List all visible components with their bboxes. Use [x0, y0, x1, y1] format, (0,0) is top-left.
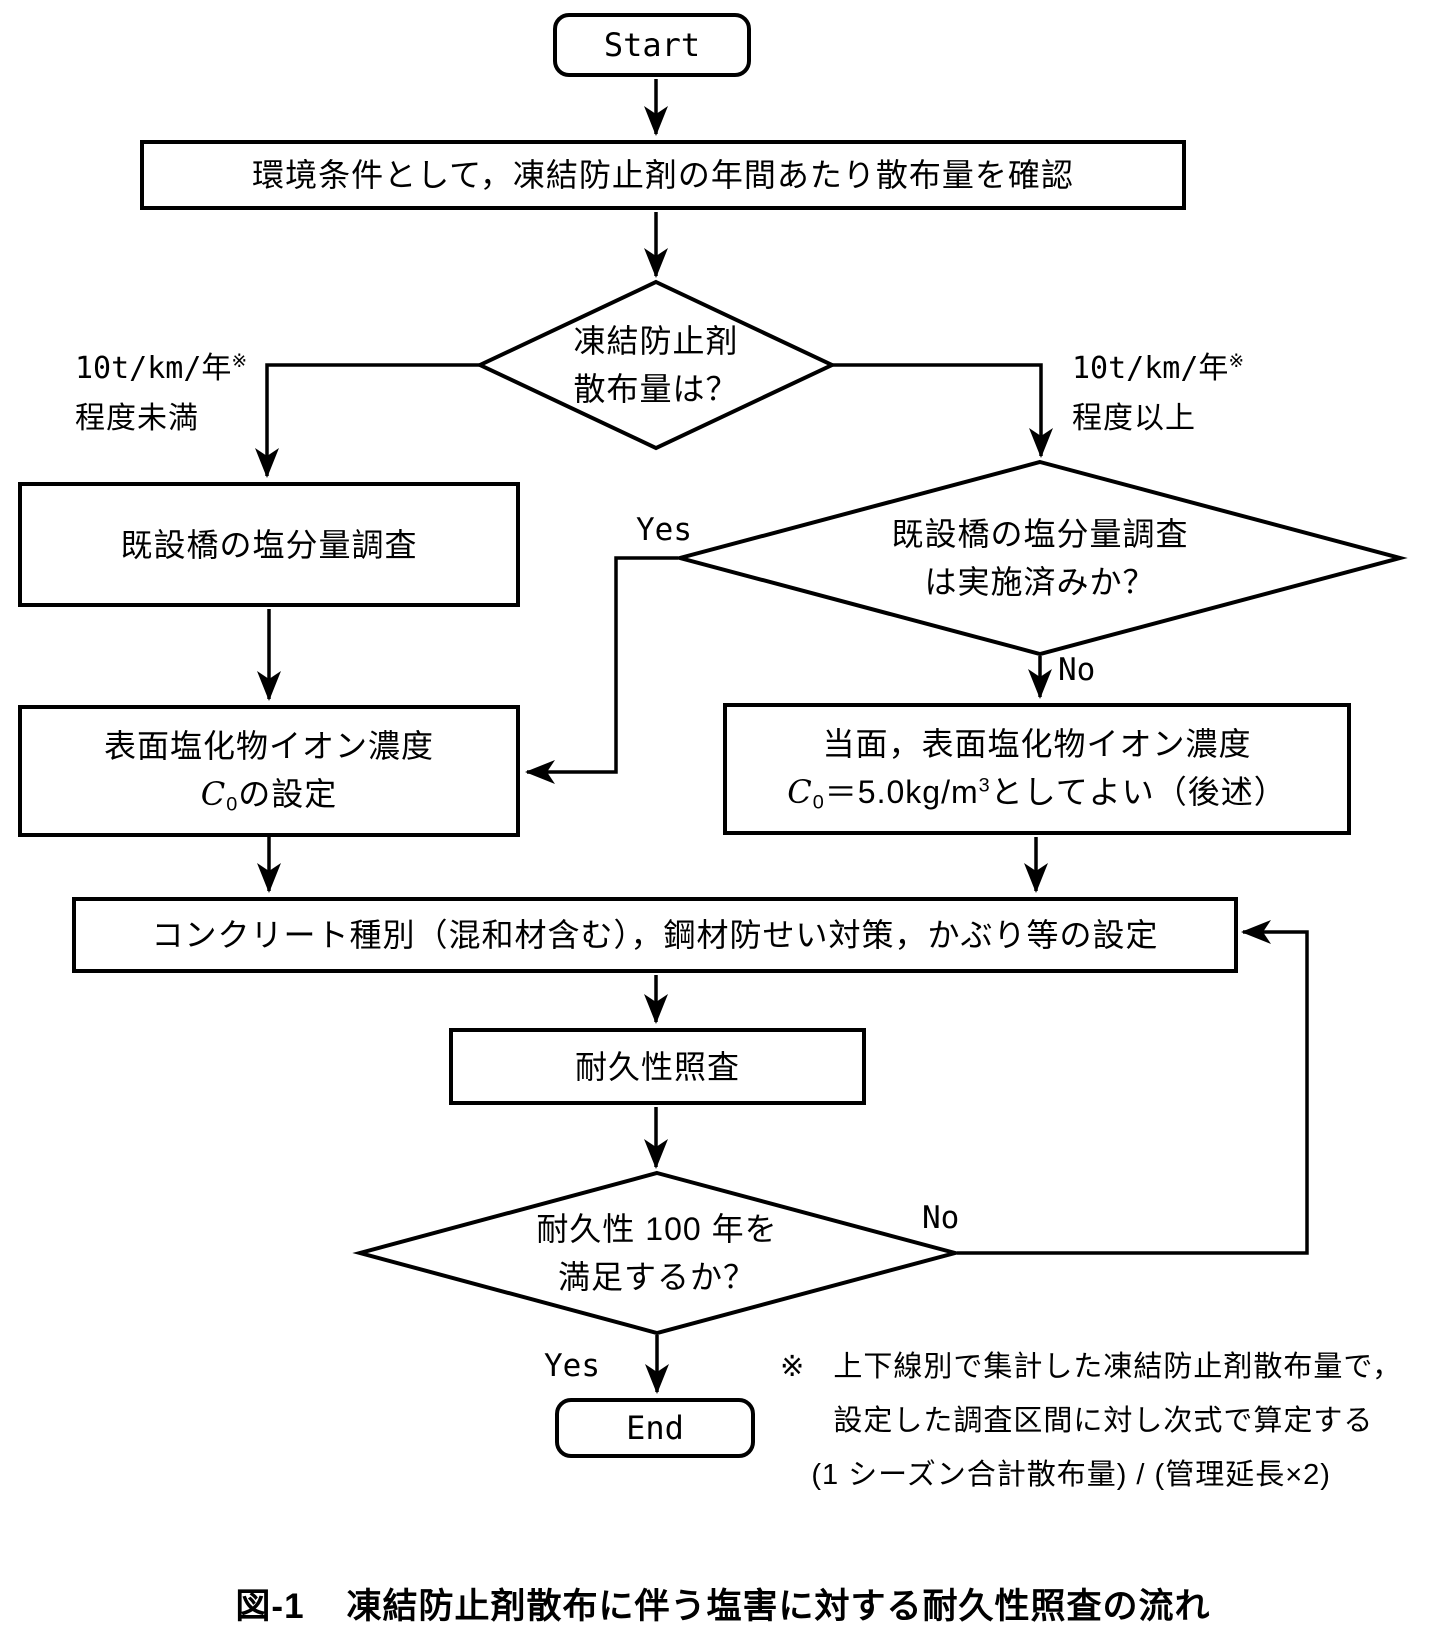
footnote-mark: ※: [780, 1351, 806, 1383]
decision-durability-diamond: [352, 1170, 963, 1336]
no-label-durability: No: [922, 1200, 960, 1236]
yes-label-survey: Yes: [636, 512, 692, 548]
branch-label-more: 10t/km/年※ 程度以上: [1072, 350, 1246, 435]
check-env-node: 環境条件として，凍結防止剤の年間あたり散布量を確認: [140, 140, 1186, 210]
design-settings-node: コンクリート種別（混和材含む），鋼材防せい対策，かぶり等の設定: [72, 897, 1238, 973]
decision-amount-text: 凍結防止剤 散布量は？: [573, 323, 739, 407]
arrow-branch-less-to-survey: [255, 363, 482, 478]
footnote-line-3: (1 シーズン合計散布量) / (管理延長×2): [811, 1459, 1331, 1491]
start-node: Start: [553, 13, 751, 77]
end-node: End: [555, 1398, 755, 1458]
set-c0-node: 表面塩化物イオン濃度 C0の設定: [18, 705, 520, 837]
arrow-yes-to-setc0: [525, 556, 678, 784]
footnote: ※ 上下線別で集計した凍結防止剤散布量で， 設定した調査区間に対し次式で算定する…: [780, 1340, 1402, 1502]
c0-variable: C: [787, 772, 813, 811]
footnote-line-2: 設定した調査区間に対し次式で算定する: [833, 1405, 1374, 1437]
check-env-label: 環境条件として，凍結防止剤の年間あたり散布量を確認: [252, 157, 1074, 193]
verify-node: 耐久性照査: [449, 1028, 866, 1105]
reference-mark: ※: [1228, 350, 1246, 371]
survey-node: 既設橋の塩分量調査: [18, 482, 520, 607]
figure-title: 凍結防止剤散布に伴う塩害に対する耐久性照査の流れ: [346, 1587, 1211, 1626]
decision-survey-text: 既設橋の塩分量調査 は実施済みか？: [891, 516, 1189, 600]
arrow-branch-more-to-decision-survey: [830, 363, 1053, 458]
reference-mark: ※: [231, 350, 249, 371]
end-label: End: [626, 1409, 684, 1447]
figure-number: 図-1: [235, 1587, 305, 1626]
verify-label: 耐久性照査: [574, 1048, 740, 1085]
arrow-no-loop-to-design: [957, 920, 1309, 1255]
design-settings-label: コンクリート種別（混和材含む），鋼材防せい対策，かぶり等の設定: [151, 917, 1159, 953]
branch-label-less: 10t/km/年※ 程度未満: [75, 350, 249, 435]
start-label: Start: [603, 26, 701, 64]
yes-label-durability: Yes: [544, 1348, 600, 1384]
decision-amount-diamond: [475, 279, 837, 451]
survey-label: 既設橋の塩分量調査: [120, 526, 418, 563]
default-c0-node: 当面，表面塩化物イオン濃度 C0＝5.0kg/m3としてよい（後述）: [723, 703, 1351, 835]
decision-survey-diamond: [672, 459, 1408, 657]
c0-variable: C: [200, 774, 227, 813]
decision-durability-text: 耐久性 100 年を 満足するか？: [536, 1211, 778, 1295]
no-label-survey: No: [1058, 652, 1096, 688]
footnote-line-1: 上下線別で集計した凍結防止剤散布量で，: [833, 1351, 1403, 1383]
figure-caption: 図-1 凍結防止剤散布に伴う塩害に対する耐久性照査の流れ: [0, 1578, 1446, 1629]
